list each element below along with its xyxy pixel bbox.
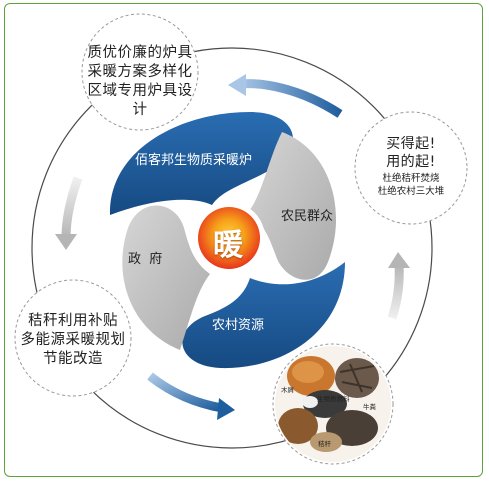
bubble-top-left-line: 采暖方案多样化: [87, 64, 193, 80]
straw-photo-left: [278, 408, 318, 444]
petal-label-left: 政 府: [128, 252, 163, 267]
bubble-left-line: 秸秆利用补贴: [28, 313, 118, 329]
bubble-top-left: 质优价廉的炉具 采暖方案多样化 区域专用炉具设计: [84, 44, 196, 120]
arrow-bottom: [147, 372, 223, 413]
arrow-top-head: [228, 74, 246, 96]
biomass-photos: [275, 346, 391, 462]
petal-label-bottom: 农村资源: [212, 318, 265, 333]
petal-top-blue: [109, 112, 293, 215]
petal-bottom-blue: [182, 262, 345, 369]
petal-right-gray: [248, 132, 337, 280]
petal-left-gray: [122, 205, 210, 350]
photo-label-biomass-fuel: 生物质燃料: [317, 395, 350, 403]
photo-label-cattle-dung: 牛粪: [363, 403, 376, 411]
arrow-right: [387, 263, 404, 320]
center-circle: [198, 207, 260, 269]
bubble-left-line: 多能源采暖规划: [20, 332, 126, 348]
petal-label-top: 佰客邦生物质采暖炉: [135, 153, 253, 168]
bubble-left: 秸秆利用补贴 多能源采暖规划 节能改造: [18, 312, 128, 369]
bubble-right-line: 买得起!: [386, 136, 436, 152]
center-label: 暖: [213, 228, 243, 263]
petal-label-right: 农民群众: [281, 209, 334, 224]
bubble-top-left-line: 质优价廉的炉具: [87, 45, 193, 61]
arrow-left-head: [55, 234, 77, 250]
bubble-right: 买得起! 用的起! 杜绝秸秆焚烧 杜绝农村三大堆: [361, 135, 461, 198]
bubble-top-left-outline: [81, 13, 199, 131]
bubble-right-subline: 杜绝秸秆焚烧: [382, 173, 440, 184]
arrow-top: [239, 79, 343, 118]
photo-label-sawdust: 木屑: [281, 386, 294, 394]
bubble-right-line: 用的起!: [386, 154, 436, 170]
bubble-left-line: 节能改造: [43, 351, 103, 367]
bubble-right-subline: 杜绝农村三大堆: [377, 185, 445, 197]
outer-ring: [31, 47, 433, 449]
arrow-left: [61, 176, 83, 239]
bubble-right-outline: [354, 111, 468, 225]
bubble-left-outline: [14, 279, 132, 397]
bubble-top-left-line: 区域专用炉具设计: [87, 83, 193, 118]
arrow-bottom-head: [217, 398, 235, 420]
photo-label-straw: 秸秆: [318, 440, 331, 448]
arrow-right-head: [388, 252, 410, 268]
